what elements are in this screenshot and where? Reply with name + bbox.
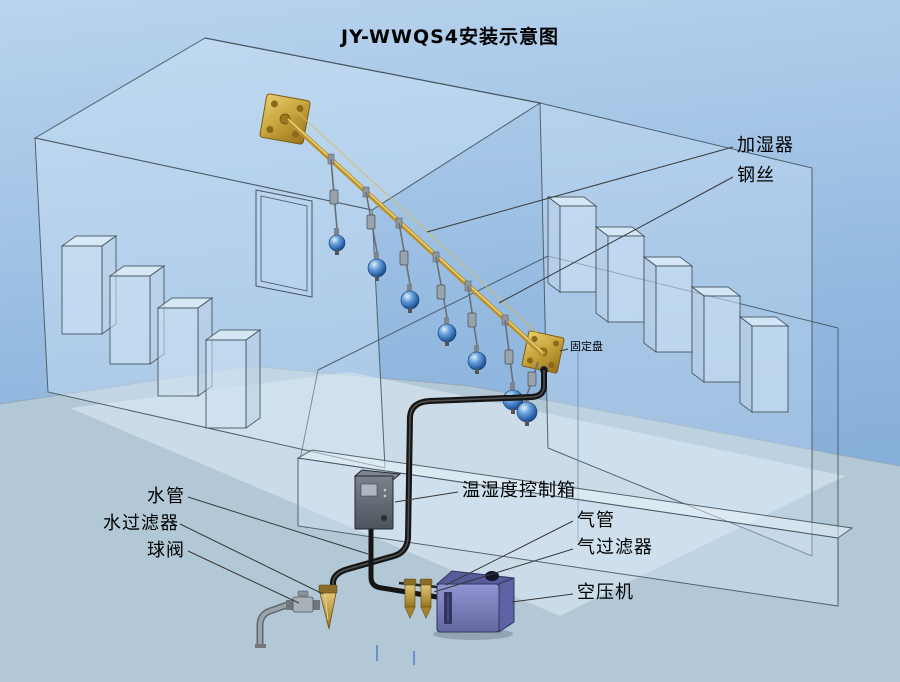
diagram-title: JY-WWQS4安装示意图 xyxy=(340,26,560,48)
wall-window xyxy=(255,189,313,298)
leader-water-filter xyxy=(179,523,324,595)
air-compressor xyxy=(433,570,515,640)
label-air-compressor: 空压机 xyxy=(577,582,634,603)
humidifier-nozzle xyxy=(362,186,387,281)
wall-column xyxy=(156,297,214,397)
humidifier-nozzle xyxy=(327,153,346,255)
label-controller: 温湿度控制箱 xyxy=(462,480,576,501)
leader-air-filter xyxy=(433,548,574,593)
leader-humidifier xyxy=(426,146,734,233)
wall-column xyxy=(546,196,598,293)
wall-column xyxy=(108,265,166,365)
leader-fixing-plate xyxy=(559,348,569,352)
air-filters xyxy=(403,578,433,619)
label-humidifier: 加湿器 xyxy=(737,135,794,156)
leader-water-pipe xyxy=(187,496,369,555)
humidifier-nozzle xyxy=(516,361,539,426)
front-parapet xyxy=(297,457,839,607)
wall-column xyxy=(594,226,646,323)
label-water-pipe: 水管 xyxy=(147,486,185,507)
water-filter xyxy=(318,584,338,630)
right-wall-columns xyxy=(546,196,790,413)
air-filter xyxy=(419,578,433,619)
leader-compressor xyxy=(511,593,574,603)
leader-controller xyxy=(394,491,459,503)
leader-ball-valve xyxy=(187,550,300,604)
steel-wire xyxy=(294,109,550,345)
ball-valve xyxy=(255,590,320,648)
label-steel-wire: 钢丝 xyxy=(737,165,775,186)
humidifier-nozzle xyxy=(432,251,457,346)
leader-lines xyxy=(179,146,734,604)
label-water-filter: 水过滤器 xyxy=(103,513,179,534)
humidifier-nozzles xyxy=(327,153,539,426)
control-box xyxy=(353,469,402,530)
label-ball-valve: 球阀 xyxy=(147,540,185,561)
wall-column xyxy=(642,256,694,353)
wall-column xyxy=(690,286,742,383)
label-air-pipe: 气管 xyxy=(577,510,615,531)
leader-steel-wire xyxy=(498,176,734,304)
wall-column xyxy=(60,235,118,335)
humidifier-nozzle xyxy=(395,217,420,313)
wall-column xyxy=(204,329,262,429)
air-filter xyxy=(403,578,417,619)
label-fixing-plate: 固定盘 xyxy=(570,340,603,353)
left-wall-columns xyxy=(60,235,262,429)
humidifier-nozzle xyxy=(464,280,487,374)
ground-plane xyxy=(0,365,900,682)
leader-air-pipe xyxy=(445,520,574,586)
wall-column xyxy=(738,316,790,413)
floor-marks xyxy=(376,645,415,665)
label-air-filter: 气过滤器 xyxy=(577,537,653,558)
water-pipe-run xyxy=(330,366,548,589)
